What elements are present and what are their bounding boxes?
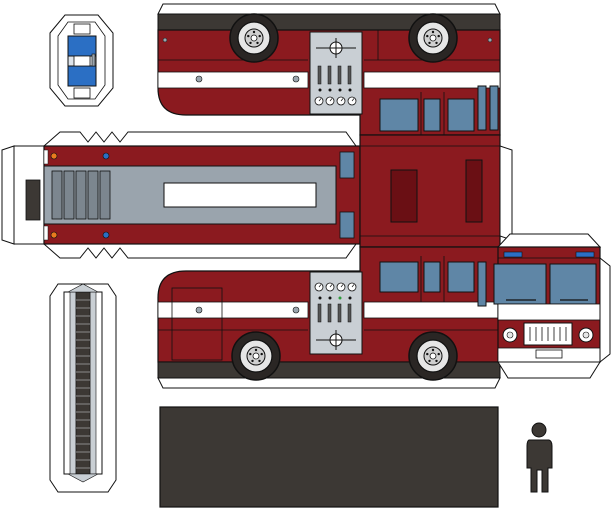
- truck-side-top: [157, 3, 501, 136]
- scale-figure: [526, 422, 553, 493]
- ladder: [49, 283, 117, 493]
- cab-roof: [359, 134, 513, 248]
- base-plate: [159, 406, 499, 508]
- beacon-light: [49, 14, 114, 107]
- truck-roof: [1, 131, 361, 259]
- truck-front: [493, 233, 611, 379]
- truck-side-bottom: [157, 246, 501, 389]
